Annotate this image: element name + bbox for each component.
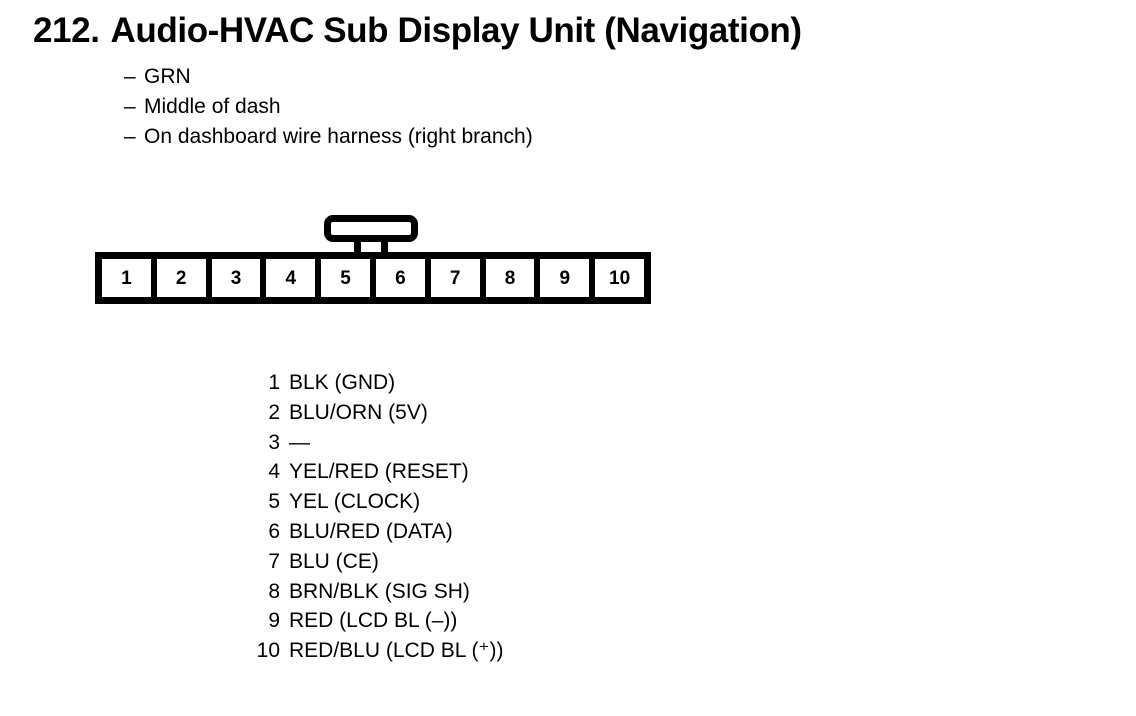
pin-row: 2 BLU/ORN (5V): [250, 398, 504, 428]
pin-label: BRN/BLK (SIG SH): [289, 579, 470, 603]
note-line: –On dashboard wire harness (right branch…: [124, 122, 533, 152]
pin-row: 8 BRN/BLK (SIG SH): [250, 577, 504, 607]
pin-label: BLU/RED (DATA): [289, 519, 453, 543]
pin-row: 7 BLU (CE): [250, 547, 504, 577]
pin-label: YEL/RED (RESET): [289, 460, 469, 484]
note-dash: –: [124, 95, 136, 118]
pin-label: RED/BLU (LCD BL (⁺)): [289, 639, 504, 663]
pin-label: —: [289, 430, 310, 454]
pin-row: 10 RED/BLU (LCD BL (⁺)): [250, 636, 504, 666]
connector-pin-cell: 3: [211, 259, 261, 297]
pin-number: 4: [268, 460, 280, 484]
pin-row: 3—: [250, 428, 504, 458]
pin-number: 9: [268, 609, 280, 633]
page-title-number: 212.: [33, 11, 100, 50]
pin-label: RED (LCD BL (–)): [289, 609, 458, 633]
connector-pin-cell: 9: [540, 259, 590, 297]
latch-ring: [324, 215, 418, 242]
pin-label: BLU (CE): [289, 549, 379, 573]
page-title-text: Audio-HVAC Sub Display Unit (Navigation): [110, 11, 803, 50]
pin-number: 10: [256, 639, 280, 663]
note-text: Middle of dash: [144, 95, 281, 118]
pin-label: YEL (CLOCK): [289, 490, 421, 514]
pin-label: BLK (GND): [289, 371, 396, 394]
connector-latch-icon: [324, 215, 418, 259]
pin-number: 8: [268, 579, 280, 603]
note-dash: –: [124, 65, 136, 88]
connector-pin-cell: 1: [102, 259, 151, 297]
connector-diagram: 1 2 3 4 5 6 7 8 9 10: [95, 215, 651, 305]
latch-leg-left: [354, 239, 361, 259]
connector-pin-cell: 8: [485, 259, 535, 297]
connector-pin-cell: 10: [595, 259, 644, 297]
pin-number: 5: [268, 490, 280, 514]
connector-body: 1 2 3 4 5 6 7 8 9 10: [95, 252, 651, 304]
connector-pin-cell: 7: [430, 259, 480, 297]
pin-row: 9 RED (LCD BL (–)): [250, 606, 504, 636]
pin-row: 1 BLK (GND): [250, 368, 504, 398]
connector-pin-cell: 6: [375, 259, 425, 297]
connector-pin-cell: 4: [266, 259, 316, 297]
connector-pin-cell: 5: [321, 259, 370, 297]
pin-number: 6: [268, 519, 280, 543]
note-dash: –: [124, 125, 136, 148]
note-text: On dashboard wire harness (right branch): [144, 125, 533, 148]
pin-number: 1: [268, 371, 280, 394]
notes-list: –GRN –Middle of dash –On dashboard wire …: [124, 62, 533, 152]
note-text: GRN: [144, 65, 191, 88]
pin-label: BLU/ORN (5V): [289, 400, 428, 424]
pin-number: 3: [268, 430, 280, 454]
pin-row: 6 BLU/RED (DATA): [250, 517, 504, 547]
pin-number: 2: [268, 400, 280, 424]
latch-leg-right: [381, 239, 388, 259]
pin-number: 7: [268, 549, 280, 573]
pin-row: 4 YEL/RED (RESET): [250, 457, 504, 487]
connector-pin-cell: 2: [156, 259, 206, 297]
pin-row: 5 YEL (CLOCK): [250, 487, 504, 517]
page-title: 212. Audio-HVAC Sub Display Unit (Navigat…: [33, 11, 802, 51]
note-line: –Middle of dash: [124, 92, 533, 122]
note-line: –GRN: [124, 62, 533, 92]
